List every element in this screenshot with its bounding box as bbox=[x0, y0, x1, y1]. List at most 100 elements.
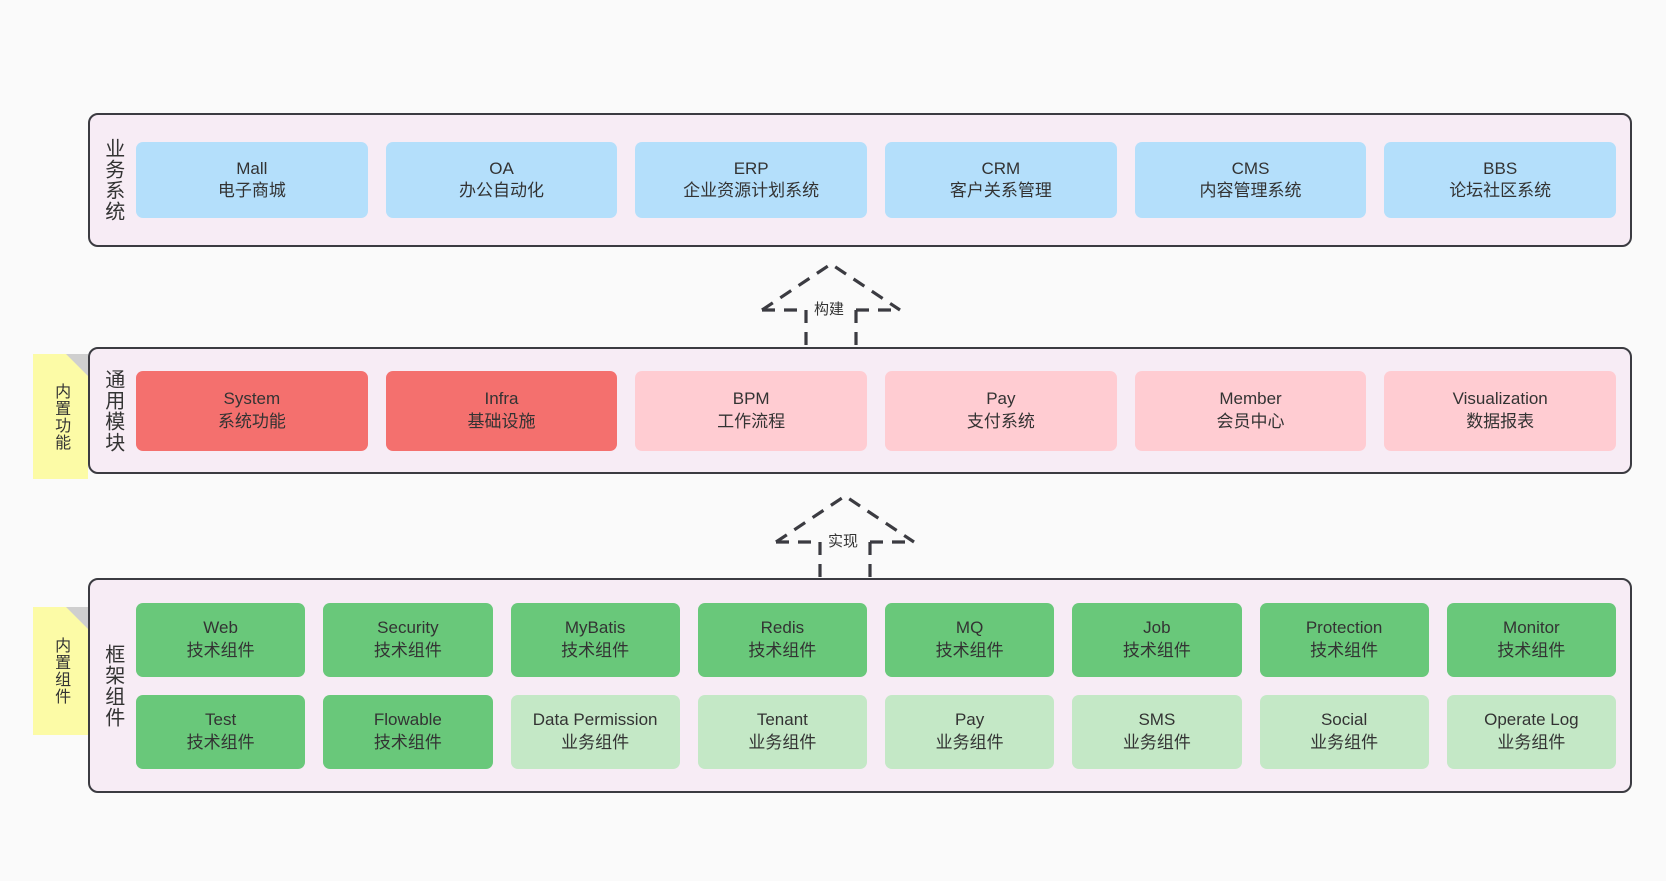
node-bbs[interactable]: BBS 论坛社区系统 bbox=[1384, 142, 1617, 218]
node-pay-component[interactable]: Pay 业务组件 bbox=[885, 694, 1055, 769]
node-infra[interactable]: Infra 基础设施 bbox=[385, 370, 618, 451]
node-title-en: Security bbox=[377, 618, 439, 638]
node-cms[interactable]: CMS 内容管理系统 bbox=[1134, 142, 1367, 218]
node-row: Mall 电子商城 OA 办公自动化 ERP 企业资源计划系统 CRM 客户关系… bbox=[136, 142, 1617, 218]
sticky-fold-corner-icon bbox=[66, 607, 88, 629]
layer-body-common-modules: System 系统功能 Infra 基础设施 BPM 工作流程 Pay 支付系统… bbox=[134, 349, 1630, 472]
node-title-cn: 业务组件 bbox=[935, 732, 1004, 752]
node-title-en: Monitor bbox=[1503, 618, 1560, 638]
node-title-cn: 客户关系管理 bbox=[949, 181, 1052, 200]
node-title-cn: 技术组件 bbox=[373, 640, 442, 660]
node-bpm[interactable]: BPM 工作流程 bbox=[635, 370, 868, 451]
node-title-cn: 论坛社区系统 bbox=[1449, 181, 1552, 200]
layer-caption-common-modules: 通用模块 bbox=[101, 368, 124, 453]
node-title-en: Social bbox=[1320, 710, 1368, 730]
node-title-cn: 内容管理系统 bbox=[1199, 181, 1302, 200]
node-title-en: CRM bbox=[981, 158, 1021, 178]
node-protection[interactable]: Protection 技术组件 bbox=[1259, 602, 1429, 677]
layer-body-framework-components: Web 技术组件 Security 技术组件 MyBatis 技术组件 Redi… bbox=[134, 580, 1630, 791]
node-title-cn: 办公自动化 bbox=[459, 181, 544, 200]
node-security[interactable]: Security 技术组件 bbox=[323, 602, 493, 677]
node-title-en: Test bbox=[205, 710, 237, 730]
node-redis[interactable]: Redis 技术组件 bbox=[697, 602, 867, 677]
node-erp[interactable]: ERP 企业资源计划系统 bbox=[635, 142, 868, 218]
node-monitor[interactable]: Monitor 技术组件 bbox=[1446, 602, 1616, 677]
sticky-note-builtin-component: 内置组件 bbox=[33, 607, 88, 735]
node-title-en: SMS bbox=[1138, 710, 1176, 730]
node-title-en: Operate Log bbox=[1484, 710, 1579, 730]
connector-build-label: 构建 bbox=[814, 301, 845, 318]
node-title-en: Flowable bbox=[373, 710, 442, 730]
node-title-en: Pay bbox=[954, 710, 985, 730]
node-title-en: Redis bbox=[760, 618, 805, 638]
node-mq[interactable]: MQ 技术组件 bbox=[885, 602, 1055, 677]
node-title-cn: 企业资源计划系统 bbox=[683, 181, 820, 200]
node-title-cn: 数据报表 bbox=[1466, 411, 1535, 431]
node-mybatis[interactable]: MyBatis 技术组件 bbox=[510, 602, 680, 677]
node-title-cn: 技术组件 bbox=[1497, 640, 1566, 660]
sticky-fold-corner-icon bbox=[66, 354, 88, 376]
node-title-en: CMS bbox=[1231, 158, 1270, 178]
node-row: Test 技术组件 Flowable 技术组件 Data Permission … bbox=[136, 694, 1616, 769]
node-crm[interactable]: CRM 客户关系管理 bbox=[885, 142, 1117, 218]
node-title-en: OA bbox=[489, 158, 514, 178]
node-title-cn: 业务组件 bbox=[1310, 732, 1379, 752]
layer-caption-framework-components: 框架组件 bbox=[101, 643, 124, 728]
node-title-cn: 系统功能 bbox=[217, 411, 286, 431]
node-system[interactable]: System 系统功能 bbox=[136, 370, 368, 451]
node-title-cn: 技术组件 bbox=[1310, 640, 1379, 660]
node-title-en: System bbox=[223, 389, 281, 409]
sticky-note-builtin-function: 内置功能 bbox=[33, 354, 88, 479]
node-flowable[interactable]: Flowable 技术组件 bbox=[323, 694, 493, 769]
node-title-en: BPM bbox=[732, 389, 770, 409]
node-tenant[interactable]: Tenant 业务组件 bbox=[697, 694, 867, 769]
node-test[interactable]: Test 技术组件 bbox=[136, 694, 306, 769]
connector-build-arrow-icon bbox=[761, 262, 901, 348]
node-title-en: BBS bbox=[1483, 158, 1518, 178]
node-title-cn: 技术组件 bbox=[935, 640, 1004, 660]
layer-common-modules: 通用模块 System 系统功能 Infra 基础设施 BPM 工作流程 Pay bbox=[88, 347, 1632, 474]
layer-body-business-system: Mall 电子商城 OA 办公自动化 ERP 企业资源计划系统 CRM 客户关系… bbox=[134, 115, 1630, 245]
node-title-cn: 业务组件 bbox=[748, 732, 817, 752]
node-title-en: Visualization bbox=[1452, 389, 1548, 409]
node-web[interactable]: Web 技术组件 bbox=[136, 602, 306, 677]
node-title-en: Infra bbox=[484, 389, 519, 409]
connector-implement-arrow-icon bbox=[775, 494, 915, 578]
node-visualization[interactable]: Visualization 数据报表 bbox=[1384, 370, 1617, 451]
node-title-cn: 业务组件 bbox=[1497, 732, 1566, 752]
node-title-cn: 技术组件 bbox=[561, 640, 630, 660]
node-title-cn: 业务组件 bbox=[561, 732, 630, 752]
sticky-note-label: 内置功能 bbox=[52, 382, 70, 451]
node-title-cn: 技术组件 bbox=[186, 640, 255, 660]
node-title-cn: 技术组件 bbox=[748, 640, 817, 660]
layer-business-system: 业务系统 Mall 电子商城 OA 办公自动化 ERP 企业资源计划系统 CRM bbox=[88, 113, 1632, 247]
node-data-permission[interactable]: Data Permission 业务组件 bbox=[510, 694, 680, 769]
layer-caption-business-system: 业务系统 bbox=[101, 138, 124, 222]
connector-build: 构建 bbox=[756, 258, 906, 348]
node-row: System 系统功能 Infra 基础设施 BPM 工作流程 Pay 支付系统… bbox=[136, 370, 1617, 451]
node-operate-log[interactable]: Operate Log 业务组件 bbox=[1446, 694, 1616, 769]
node-social[interactable]: Social 业务组件 bbox=[1259, 694, 1429, 769]
node-title-en: Web bbox=[203, 618, 238, 638]
connector-implement: 实现 bbox=[770, 490, 920, 578]
node-title-cn: 技术组件 bbox=[373, 732, 442, 752]
node-title-en: Tenant bbox=[756, 710, 808, 730]
node-title-en: Data Permission bbox=[532, 710, 658, 730]
node-title-en: Pay bbox=[986, 389, 1016, 409]
node-title-cn: 基础设施 bbox=[467, 411, 536, 431]
layer-framework-components: 框架组件 Web 技术组件 Security 技术组件 MyBatis 技术组件… bbox=[88, 578, 1632, 793]
node-title-en: Job bbox=[1143, 618, 1171, 638]
node-title-en: Mall bbox=[236, 158, 268, 178]
node-title-cn: 会员中心 bbox=[1216, 411, 1285, 431]
node-title-cn: 支付系统 bbox=[966, 411, 1035, 431]
node-title-en: ERP bbox=[733, 158, 769, 178]
node-title-cn: 技术组件 bbox=[186, 732, 255, 752]
node-title-en: MQ bbox=[955, 618, 984, 638]
node-mall[interactable]: Mall 电子商城 bbox=[136, 142, 368, 218]
node-member[interactable]: Member 会员中心 bbox=[1134, 370, 1367, 451]
node-job[interactable]: Job 技术组件 bbox=[1072, 602, 1242, 677]
node-sms[interactable]: SMS 业务组件 bbox=[1072, 694, 1242, 769]
node-pay-module[interactable]: Pay 支付系统 bbox=[885, 370, 1117, 451]
node-oa[interactable]: OA 办公自动化 bbox=[385, 142, 618, 218]
